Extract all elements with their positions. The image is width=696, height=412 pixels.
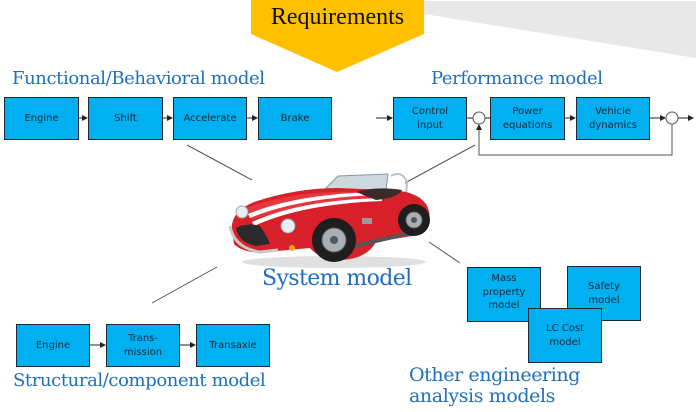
feedback-loop (476, 124, 673, 156)
connector-functional (186, 144, 253, 181)
block-power-equations: Power equations (490, 97, 565, 140)
system-model-title: System model (262, 266, 412, 291)
block-engine: Engine (4, 97, 79, 140)
requirements-label: Requirements (270, 4, 405, 30)
block-vehicle-dynamics: Vehicle dynamics (576, 97, 650, 140)
summing-junction-1 (472, 111, 486, 125)
other-models-title-line1: Other engineering (409, 364, 581, 386)
summing-junction-2 (665, 111, 679, 125)
connector-structural (151, 266, 218, 304)
block-brake: Brake (258, 97, 332, 140)
block-lc-cost: LC Cost model (528, 308, 602, 363)
performance-model-title: Performance model (431, 68, 603, 89)
structural-model-title: Structural/component model (13, 370, 266, 391)
block-structural-engine: Engine (16, 324, 90, 367)
connector-other (428, 241, 461, 264)
functional-model-title: Functional/Behavioral model (12, 68, 265, 89)
other-models-title-line2: analysis models (409, 385, 556, 407)
block-transmission: Trans- mission (106, 324, 180, 367)
requirements-chevron (251, 0, 424, 72)
block-accelerate: Accelerate (173, 97, 247, 140)
block-safety: Safety model (567, 266, 641, 321)
car-image (228, 173, 430, 268)
block-control-input: Control input (393, 97, 467, 140)
block-transaxle: Transaxle (196, 324, 270, 367)
connector-performance (404, 144, 476, 184)
requirements-backdrop-wedge (424, 1, 696, 58)
block-shift: Shift (88, 97, 163, 140)
